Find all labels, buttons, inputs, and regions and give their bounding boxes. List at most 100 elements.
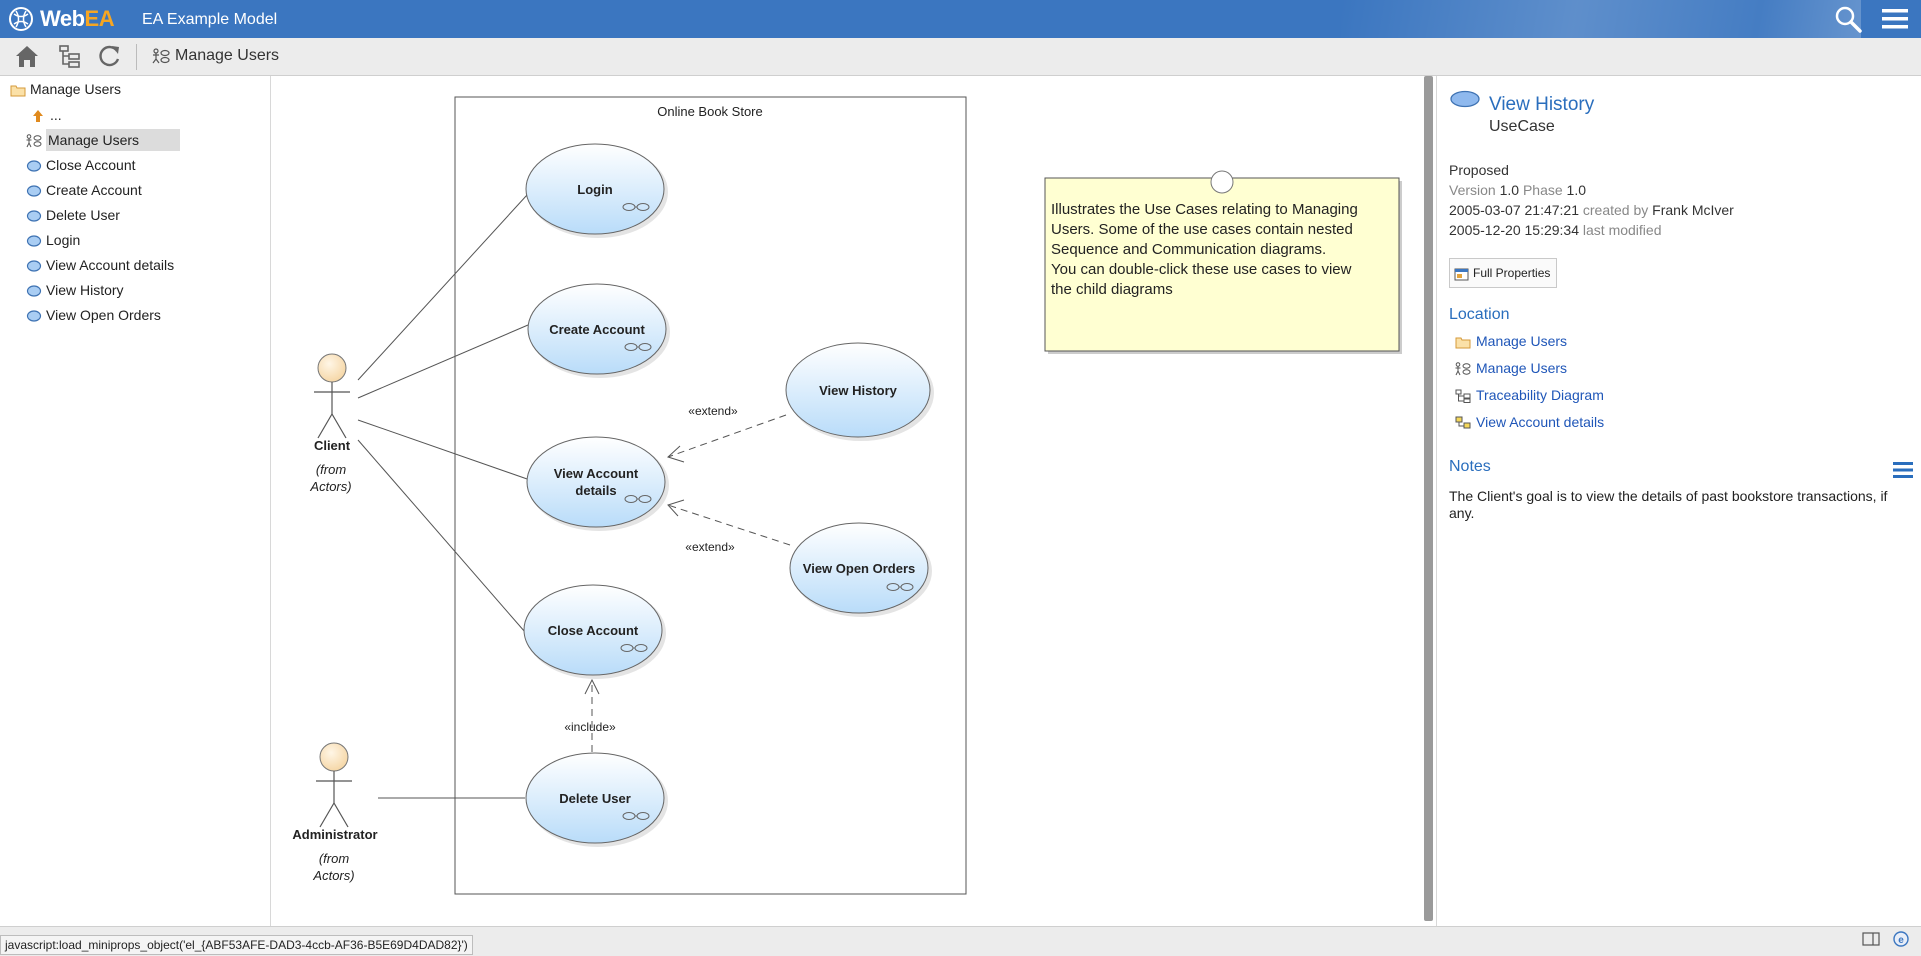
notes-section-title: Notes — [1449, 458, 1491, 475]
usecase-delete-user[interactable]: Delete User — [525, 752, 668, 847]
svg-text:e: e — [1898, 935, 1904, 946]
actor-administrator[interactable]: Administrator (from Actors) — [292, 742, 378, 883]
usecase-label: Create Account — [549, 322, 645, 337]
extend-label: «extend» — [688, 404, 738, 418]
note-text-line: Sequence and Communication diagrams. — [1051, 241, 1326, 258]
refresh-icon[interactable] — [95, 42, 125, 70]
element-created: 2005-03-07 21:47:21 created by Frank McI… — [1449, 202, 1734, 218]
tree-up[interactable]: ... — [30, 104, 62, 126]
tree-item-label: View Open Orders — [46, 307, 161, 323]
tree-view-icon[interactable] — [55, 42, 85, 70]
tree-item-create-account[interactable]: Create Account — [26, 179, 142, 201]
usecase-label: View History — [819, 383, 898, 398]
note-text-line: the child diagrams — [1051, 281, 1173, 298]
home-icon[interactable] — [12, 42, 42, 70]
location-link-view-account-details[interactable]: View Account details — [1455, 411, 1604, 433]
notes-menu-icon[interactable] — [1892, 460, 1914, 480]
tree-item-view-open-orders[interactable]: View Open Orders — [26, 304, 161, 326]
usecase-icon — [26, 260, 42, 272]
usecase-close-account[interactable]: Close Account — [523, 584, 666, 679]
location-link-package[interactable]: Manage Users — [1455, 330, 1567, 352]
model-title: EA Example Model — [142, 11, 278, 28]
tree-item-delete-user[interactable]: Delete User — [26, 204, 120, 226]
properties-panel: View History UseCase Proposed Version 1.… — [1436, 76, 1921, 926]
usecase-icon — [1450, 90, 1480, 108]
project-browser: Manage Users ... Manage Users Close Acco… — [6, 76, 271, 926]
full-properties-button[interactable]: Full Properties — [1449, 258, 1558, 288]
composite-icon — [620, 644, 648, 652]
composite-icon — [622, 812, 650, 820]
tree-item-label: View Account details — [46, 257, 175, 273]
version-label: Version — [1449, 182, 1496, 198]
created-by-label: created by — [1582, 202, 1649, 218]
actor-from-label: (from — [316, 462, 347, 477]
tree-item-login[interactable]: Login — [26, 229, 80, 251]
associations — [357, 194, 531, 799]
system-boundary[interactable] — [454, 96, 967, 895]
usecase-login[interactable]: Login — [525, 143, 668, 238]
sparx-logo-icon[interactable]: e — [1892, 930, 1910, 948]
usecase-diagram-canvas[interactable]: Online Book Store «extend» «extend» «inc… — [272, 76, 1424, 926]
composite-icon — [624, 343, 652, 351]
system-boundary-title: Online Book Store — [657, 104, 763, 119]
actor-from-label: Actors) — [309, 479, 351, 494]
element-type: UseCase — [1489, 118, 1555, 135]
split-view-icon[interactable] — [1862, 930, 1880, 948]
composite-icon — [624, 495, 652, 503]
diagram-note[interactable]: Illustrates the Use Cases relating to Ma… — [1044, 170, 1402, 354]
dependency-arrowheads — [584, 445, 685, 695]
search-icon[interactable] — [1833, 4, 1863, 34]
usecase-view-account-details[interactable]: View Account details — [526, 436, 669, 531]
note-link-handle[interactable] — [1210, 170, 1234, 194]
usecase-diagram-icon — [152, 48, 170, 64]
composite-diagram-icon — [1455, 416, 1471, 429]
note-text-line: Illustrates the Use Cases relating to Ma… — [1051, 201, 1358, 218]
location-label: View Account details — [1476, 414, 1605, 430]
usecase-diagram-icon — [26, 134, 42, 148]
package-folder-icon — [10, 85, 26, 97]
actor-label: Client — [314, 438, 351, 453]
package-folder-icon — [1455, 337, 1471, 349]
version-value: 1.0 — [1499, 182, 1520, 198]
usecase-view-history[interactable]: View History — [785, 342, 934, 441]
toolbar-separator — [136, 44, 137, 70]
panel-splitter[interactable] — [1424, 76, 1433, 921]
tree-root-label: Manage Users — [30, 81, 122, 97]
usecase-view-open-orders[interactable]: View Open Orders — [789, 522, 932, 617]
usecase-diagram-icon — [1455, 362, 1471, 376]
actor-from-label: Actors) — [312, 868, 354, 883]
tree-item-close-account[interactable]: Close Account — [26, 154, 136, 176]
hamburger-menu-icon[interactable] — [1881, 6, 1909, 32]
header-decoration — [1341, 0, 1861, 38]
tree-item-manage-users[interactable]: Manage Users — [26, 129, 184, 151]
location-link-traceability[interactable]: Traceability Diagram — [1455, 384, 1604, 406]
tree-item-view-history[interactable]: View History — [26, 279, 124, 301]
element-name: View History — [1489, 94, 1595, 115]
tree-item-label: Login — [46, 232, 81, 248]
dependency-lines — [591, 414, 791, 752]
app-logo[interactable]: WebEA — [40, 6, 115, 32]
actor-client[interactable]: Client (from Actors) — [309, 353, 352, 494]
traceability-diagram-icon — [1455, 389, 1471, 404]
usecase-icon — [26, 310, 42, 322]
tree-item-view-account-details[interactable]: View Account details — [26, 254, 174, 276]
include-label: «include» — [564, 720, 616, 734]
tree-item-label: Close Account — [46, 157, 136, 173]
extend-label: «extend» — [685, 540, 735, 554]
usecase-label: Close Account — [548, 623, 639, 638]
usecase-create-account[interactable]: Create Account — [527, 283, 670, 378]
tree-root[interactable]: Manage Users — [10, 78, 121, 100]
breadcrumb[interactable]: Manage Users — [175, 47, 280, 64]
tree-item-label: Manage Users — [46, 129, 180, 151]
location-label: Manage Users — [1476, 333, 1568, 349]
usecase-label: View Open Orders — [803, 561, 915, 576]
usecase-icon — [26, 235, 42, 247]
phase-value: 1.0 — [1566, 182, 1587, 198]
location-link-diagram[interactable]: Manage Users — [1455, 357, 1567, 379]
tree-item-label: Delete User — [46, 207, 120, 223]
full-properties-label: Full Properties — [1473, 266, 1551, 280]
usecase-label: Login — [577, 182, 612, 197]
usecase-icon — [26, 185, 42, 197]
element-modified: 2005-12-20 15:29:34 last modified — [1449, 222, 1661, 238]
modified-date: 2005-12-20 15:29:34 — [1449, 222, 1579, 238]
